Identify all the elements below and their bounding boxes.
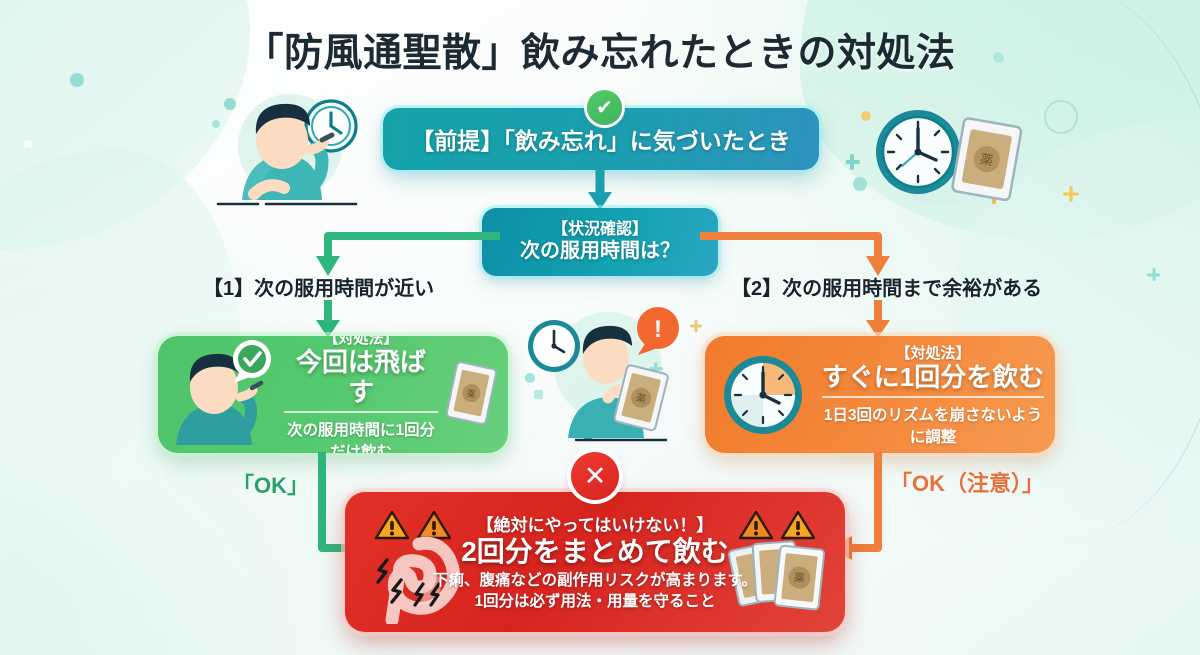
outcome-card-ok[interactable]: 【対処法】 今回は飛ばす 次の服用時間に1回分だけ飲む 薬: [158, 336, 508, 453]
premise-text: 【前提】「飲み忘れ」に気づいたとき: [411, 128, 791, 154]
warning-triangle-icon: [375, 510, 409, 540]
outcome-caution-text: 【対処法】 すぐに1回分を飲む 1日3回のリズムを崩さないように調整: [811, 342, 1055, 448]
medicine-packet-icon: 薬: [445, 360, 498, 425]
page-title: 「防風通聖散」飲み忘れたときの対処法: [244, 32, 956, 75]
connector-premise-to-decision: [588, 168, 612, 210]
illustration-person-taking-medicine: [212, 94, 360, 206]
svg-text:薬: 薬: [793, 571, 805, 585]
outcome-caution-kicker: 【対処法】: [895, 344, 971, 362]
illustration-person-thinking: ! 薬: [525, 307, 679, 442]
sparkle-icon: [690, 320, 702, 332]
warning-card[interactable]: 薬 【絶対にやってはいけない！】 2回分をまとめて飲む 下痢、腹痛などの副作用リ…: [345, 492, 845, 632]
svg-text:薬: 薬: [635, 392, 648, 406]
clock-icon: [724, 355, 802, 434]
svg-text:!: !: [654, 316, 662, 343]
warning-subtitle-1: 下痢、腹痛などの副作用リスクが高まります。: [433, 572, 757, 590]
check-glyph: ✔: [596, 96, 613, 119]
illustration-clock-with-packet: 薬: [846, 98, 1023, 206]
medicine-packets-icon: 薬: [727, 540, 826, 611]
warning-triangle-icon: [781, 510, 815, 540]
background-dot: [24, 140, 32, 148]
decision-kicker: 【状況確認】: [551, 220, 648, 238]
connector-to-green-card: [316, 300, 340, 338]
connector-to-orange-card: [866, 300, 890, 338]
outcome-ok-text: 【対処法】 今回は飛ばす 次の服用時間に1回分だけ飲む: [278, 336, 444, 453]
sparkle-icon: [1063, 186, 1079, 202]
decision-question: 次の服用時間は？: [520, 239, 680, 262]
decision-box[interactable]: 【状況確認】 次の服用時間は？: [482, 208, 718, 276]
branch-label-2: 【2】次の服用時間まで余裕がある: [731, 278, 1043, 300]
warning-kicker: 【絶対にやってはいけない！】: [476, 515, 714, 535]
background-blob-bottom-left: [0, 445, 270, 655]
stomach-pain-icon: [376, 536, 460, 624]
warning-subtitle-2: 1回分は必ず用法・用量を守ること: [474, 593, 716, 611]
ok-label-left: 「OK」: [232, 473, 310, 498]
warning-text: 【絶対にやってはいけない！】 2回分をまとめて飲む 下痢、腹痛などの副作用リスク…: [345, 492, 845, 632]
check-circle-icon: ✔: [587, 90, 622, 125]
svg-text:薬: 薬: [979, 152, 994, 169]
outcome-ok-kicker: 【対処法】: [323, 336, 399, 347]
x-glyph: ✕: [583, 460, 607, 491]
outcome-caution-subtitle: 1日3回のリズムを崩さないように調整: [823, 407, 1043, 447]
background-curve-line: [930, 0, 1200, 540]
outcome-ok-subtitle: 次の服用時間に1回分だけ飲む: [286, 422, 436, 453]
outcome-ok-title: 今回は飛ばす: [284, 347, 438, 414]
sparkle-icon: [1147, 268, 1160, 281]
branch-label-1: 【1】次の服用時間が近い: [203, 278, 435, 300]
background-ring: [1044, 100, 1078, 134]
svg-text:薬: 薬: [466, 387, 477, 401]
warning-triangle-icon: [739, 510, 773, 540]
background-blob-bottom-right: [920, 475, 1200, 655]
person-taking-medicine-icon: [176, 339, 271, 445]
x-circle-icon: ✕: [571, 452, 619, 500]
outcome-caution-title: すぐに1回分を飲む: [821, 362, 1045, 399]
ok-label-right: 「OK（注意）」: [890, 471, 1045, 496]
outcome-card-caution[interactable]: 【対処法】 すぐに1回分を飲む 1日3回のリズムを崩さないように調整: [705, 336, 1055, 453]
warning-title: 2回分をまとめて飲む: [461, 535, 729, 567]
